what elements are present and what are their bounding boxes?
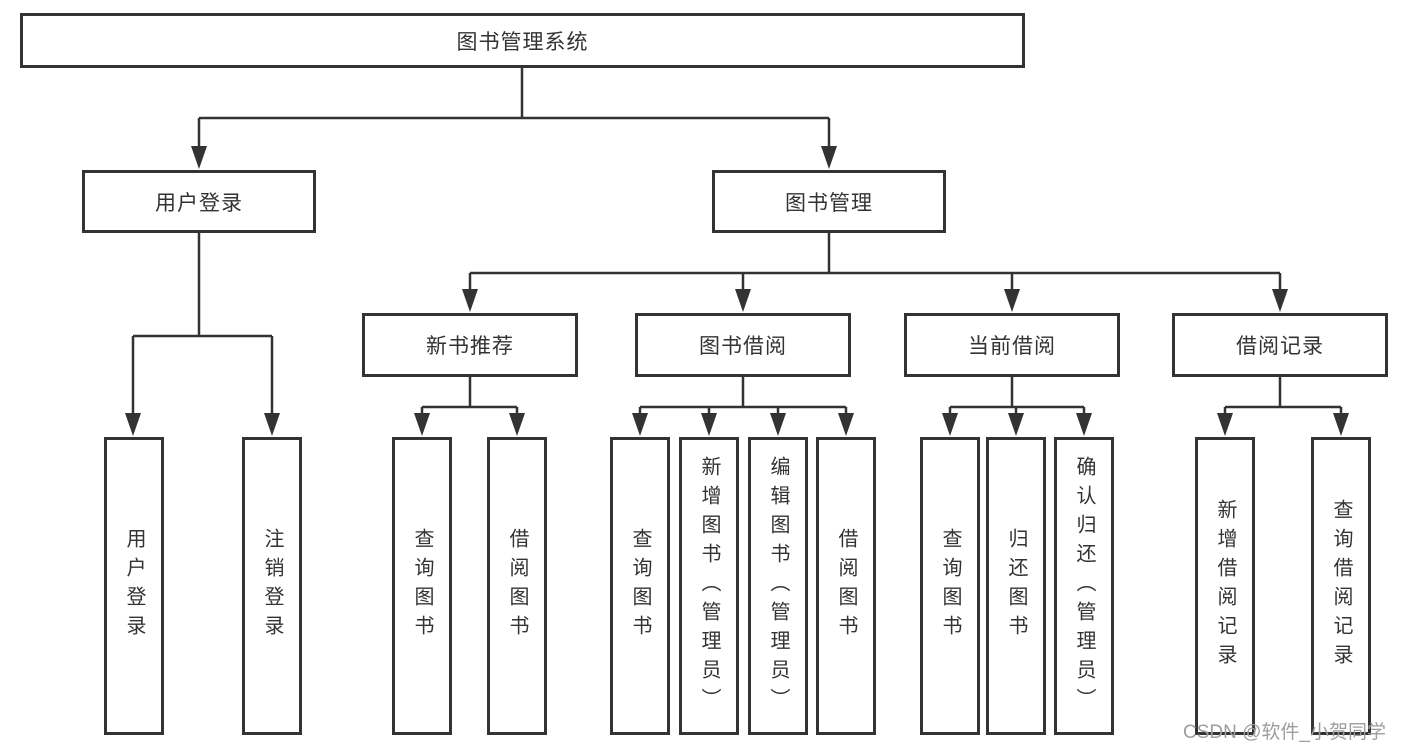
node-label: 新书推荐: [426, 335, 514, 358]
node-label: 当前借阅: [968, 335, 1056, 358]
leaf-user-login: 用户登录: [104, 437, 164, 735]
arrowhead: [701, 413, 717, 436]
node-library-management-system: 图书管理系统: [20, 13, 1025, 68]
leaf-add-book-admin: 新增图书（管理员）: [679, 437, 739, 735]
leaf-label: 查询借阅记录: [1330, 499, 1352, 673]
arrowhead: [770, 413, 786, 436]
leaf-label: 注销登录: [261, 528, 283, 644]
node-label: 图书借阅: [699, 335, 787, 358]
leaf-borrowing-query-books: 查询图书: [610, 437, 670, 735]
node-label: 图书管理: [785, 191, 873, 215]
arrowhead: [942, 413, 958, 436]
leaf-label: 借阅图书: [835, 528, 857, 644]
connector-book-management-branch: [468, 233, 1282, 295]
node-label: 借阅记录: [1236, 335, 1324, 358]
leaf-edit-book-admin: 编辑图书（管理员）: [748, 437, 808, 735]
arrowheads: [125, 146, 1349, 436]
leaf-logout: 注销登录: [242, 437, 302, 735]
arrowhead: [735, 289, 751, 312]
arrowhead: [125, 413, 141, 436]
leaf-current-query-books: 查询图书: [920, 437, 980, 735]
leaf-label: 查询图书: [629, 528, 651, 644]
node-book-borrowing: 图书借阅: [635, 313, 851, 377]
leaf-return-books: 归还图书: [986, 437, 1046, 735]
node-user-login: 用户登录: [82, 170, 316, 233]
connector-root-branch: [197, 68, 831, 150]
leaf-label: 用户登录: [123, 528, 145, 644]
arrowhead: [821, 146, 837, 169]
node-label: 用户登录: [155, 191, 243, 215]
connector-user-login-branch: [131, 233, 274, 418]
node-label: 图书管理系统: [456, 30, 589, 54]
arrowhead: [462, 289, 478, 312]
node-current-borrowing: 当前借阅: [904, 313, 1120, 377]
arrowhead: [632, 413, 648, 436]
node-book-management: 图书管理: [712, 170, 946, 233]
arrowhead: [414, 413, 430, 436]
leaf-query-borrow-record: 查询借阅记录: [1311, 437, 1371, 735]
arrowhead: [1004, 289, 1020, 312]
arrowhead: [838, 413, 854, 436]
leaf-recommend-query-books: 查询图书: [392, 437, 452, 735]
leaf-label: 新增图书（管理员）: [698, 455, 720, 717]
node-borrowing-records: 借阅记录: [1172, 313, 1388, 377]
leaf-label: 借阅图书: [506, 528, 528, 644]
leaf-label: 新增借阅记录: [1214, 499, 1236, 673]
arrowhead: [264, 413, 280, 436]
arrowhead: [1076, 413, 1092, 436]
arrowhead: [1008, 413, 1024, 436]
arrowhead: [1217, 413, 1233, 436]
connector-recommendation-branch: [420, 377, 519, 418]
leaf-add-borrow-record: 新增借阅记录: [1195, 437, 1255, 735]
leaf-confirm-return-admin: 确认归还（管理员）: [1054, 437, 1114, 735]
connector-current-borrowing-branch: [948, 377, 1086, 418]
arrowhead: [1272, 289, 1288, 312]
leaf-label: 归还图书: [1005, 528, 1027, 644]
arrowhead: [1333, 413, 1349, 436]
arrowhead: [509, 413, 525, 436]
leaf-label: 查询图书: [939, 528, 961, 644]
leaf-borrowing-borrow-books: 借阅图书: [816, 437, 876, 735]
connector-records-branch: [1223, 377, 1343, 418]
leaf-label: 编辑图书（管理员）: [767, 455, 789, 717]
arrowhead: [191, 146, 207, 169]
leaf-label: 确认归还（管理员）: [1073, 455, 1095, 717]
csdn-watermark: CSDN @软件_小贺同学: [1183, 722, 1386, 743]
leaf-label: 查询图书: [411, 528, 433, 644]
leaf-recommend-borrow-books: 借阅图书: [487, 437, 547, 735]
connector-borrowing-branch: [638, 377, 848, 418]
node-new-book-recommendation: 新书推荐: [362, 313, 578, 377]
